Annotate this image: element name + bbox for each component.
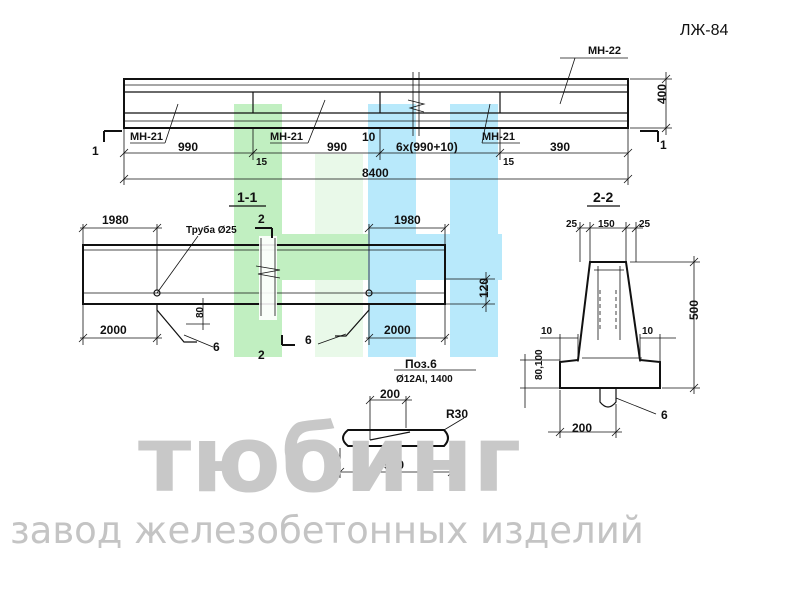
plan-dim-repeat: 6х(990+10): [396, 140, 458, 154]
section11-dim-top-left: 1980: [102, 213, 129, 227]
detail6-radius: R30: [446, 407, 468, 421]
section11-dim-120: 120: [477, 278, 491, 298]
section11-title: 1-1: [237, 189, 257, 205]
plan-dim-right: 390: [550, 140, 570, 154]
plan-cut-right: 1: [660, 138, 667, 152]
sheet-code: ЛЖ-84: [680, 22, 729, 39]
plan-mesh-top-label: МН-22: [588, 45, 621, 57]
watermark-logo: [234, 104, 502, 357]
section22-pos: 6: [661, 408, 668, 422]
plan-cut-left: 1: [92, 144, 99, 158]
plan-view: 400 МН-22 МН-21 МН-21 МН-21 1 1 990 99: [92, 45, 672, 185]
section22-title: 2-2: [593, 189, 613, 205]
watermark-subtitle: завод железобетонных изделий: [10, 509, 644, 552]
section22-dim-200: 200: [572, 421, 592, 435]
plan-dim-mid: 990: [327, 140, 347, 154]
watermark-brand: тюбинг: [138, 406, 521, 513]
section22-dim-80-100: 80,100: [534, 349, 545, 380]
section11-dim-bottom-right: 2000: [384, 323, 411, 337]
section22-dim-500: 500: [687, 300, 701, 320]
detail6-spec: Ø12AI, 1400: [396, 374, 453, 385]
detail6-dim-200: 200: [380, 387, 400, 401]
section11-dim-bottom-left: 2000: [100, 323, 127, 337]
detail-pos6: Поз.6 Ø12AI, 1400 200 R30 500: [335, 357, 476, 478]
section11-dim-top-right: 1980: [394, 213, 421, 227]
plan-mesh-mid-label: МН-21: [270, 131, 303, 143]
plan-dim-total: 8400: [362, 166, 389, 180]
section22-dim-25-right: 25: [639, 219, 651, 230]
plan-dim-gap: 10: [362, 130, 376, 144]
plan-dim-left: 990: [178, 140, 198, 154]
section11-pos-left: 6: [213, 340, 220, 354]
section22-profile: [559, 261, 661, 389]
section22-dim-150: 150: [598, 219, 615, 230]
plan-dim-edge-left: 15: [256, 157, 268, 168]
plan-mesh-right-label: МН-21: [482, 131, 515, 143]
detail6-title: Поз.6: [405, 357, 437, 371]
section22-loop: [599, 388, 617, 408]
section22-dim-25-left: 25: [566, 219, 578, 230]
plan-mesh-left-label: МН-21: [130, 131, 163, 143]
section22-dim-10-left: 10: [541, 326, 553, 337]
section-2-2: 2-2 25 150 25 6 500 1: [520, 189, 701, 438]
section11-cut-bottom: 2: [258, 348, 265, 362]
plan-slab-outline: [123, 78, 629, 129]
section11-pos-right: 6: [305, 333, 312, 347]
detail6-bar: [342, 429, 449, 447]
detail6-dim-500: 500: [384, 458, 404, 472]
section-1-1: 1-1 Труба Ø25 1980 1980 2 2: [78, 189, 495, 362]
section22-dim-10-right: 10: [642, 326, 654, 337]
section11-dim-80: 80: [195, 306, 206, 318]
plan-dim-edge-right: 15: [503, 157, 515, 168]
section11-pipe-label: Труба Ø25: [186, 224, 237, 236]
plan-dim-height: 400: [655, 84, 669, 104]
section11-cut-top: 2: [258, 212, 265, 226]
